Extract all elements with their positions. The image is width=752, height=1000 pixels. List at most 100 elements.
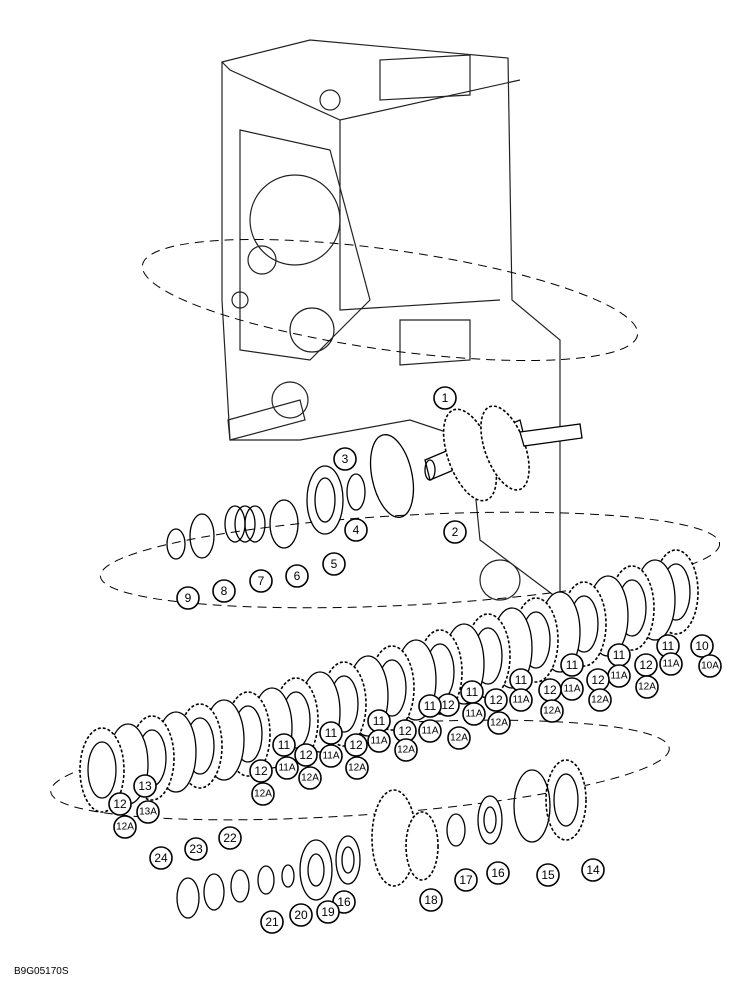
callout-label: 12A: [638, 682, 656, 693]
callout-label: 20: [294, 908, 308, 922]
callout-label: 11A: [370, 736, 387, 747]
callout-12a: 12A: [298, 766, 322, 790]
callout-label: 12: [398, 724, 412, 738]
callout-label: 12: [254, 764, 268, 778]
callout-label: 12A: [301, 773, 319, 784]
callout-bubble: [540, 699, 564, 723]
callout-label: 12A: [490, 718, 508, 729]
callout-15: 15: [536, 863, 560, 887]
callout-12a: 12A: [635, 675, 659, 699]
callout-6: 6: [285, 564, 309, 588]
callout-label: 11: [613, 648, 626, 662]
callout-label: 11A: [512, 695, 529, 706]
callout-bubble: [319, 721, 343, 745]
callout-12a: 12A: [540, 699, 564, 723]
callout-bubble: [272, 733, 296, 757]
callout-label: 12A: [543, 706, 561, 717]
shaft-assembly: [424, 405, 583, 502]
callout-bubble: [419, 888, 443, 912]
callout-12a: 12A: [588, 688, 612, 712]
callout-bubble: [484, 688, 508, 712]
callout-12: 12: [108, 792, 132, 816]
callout-label: 22: [223, 831, 237, 845]
transmission-housing: [221, 39, 561, 602]
callout-label: 11: [373, 714, 386, 728]
callout-bubble: [588, 688, 612, 712]
callout-label: 11: [466, 685, 479, 699]
callout-bubble: [454, 868, 478, 892]
callout-9: 9: [176, 586, 200, 610]
callout-12: 12: [344, 733, 368, 757]
callout-label: 12: [489, 693, 503, 707]
callout-label: 14: [586, 863, 600, 877]
callout-label: 11: [662, 639, 675, 653]
callout-label: 11A: [421, 726, 438, 737]
callout-label: 18: [424, 893, 438, 907]
callout-label: 11A: [662, 659, 679, 670]
callout-16: 16: [486, 861, 510, 885]
callout-label: 3: [342, 452, 349, 466]
callout-bubble: [698, 654, 722, 678]
callout-bubble: [176, 586, 200, 610]
callout-bubble: [433, 386, 457, 410]
callout-23: 23: [184, 837, 208, 861]
callout-bubble: [486, 861, 510, 885]
callout-11a: 11A: [560, 677, 584, 701]
callout-label: 4: [353, 523, 360, 537]
callout-bubble: [418, 719, 442, 743]
callout-label: 23: [189, 842, 203, 856]
callout-11: 11: [460, 680, 484, 704]
callout-label: 13A: [139, 807, 157, 818]
callout-bubble: [367, 729, 391, 753]
callout-17: 17: [454, 868, 478, 892]
callout-label: 12: [441, 698, 455, 712]
callout-12: 12: [249, 759, 273, 783]
callout-label: 12: [543, 683, 557, 697]
callout-bubble: [149, 846, 173, 870]
callout-bubble: [275, 756, 299, 780]
callout-5: 5: [322, 552, 346, 576]
callout-bubble: [218, 826, 242, 850]
callout-11: 11: [607, 643, 631, 667]
callout-11a: 11A: [462, 702, 486, 726]
callout-12a: 12A: [447, 726, 471, 750]
callout-12a: 12A: [345, 756, 369, 780]
callout-12: 12: [538, 678, 562, 702]
callout-label: 21: [265, 915, 279, 929]
callout-11: 11: [272, 733, 296, 757]
callout-19: 19: [316, 900, 340, 924]
callout-20: 20: [289, 903, 313, 927]
callout-13a: 13A: [136, 800, 160, 824]
callout-label: 11A: [610, 671, 627, 682]
callout-7: 7: [249, 569, 273, 593]
callout-bubble: [344, 733, 368, 757]
callout-label: 6: [294, 569, 301, 583]
callout-label: 11: [325, 726, 338, 740]
callout-label: 12: [639, 658, 653, 672]
callout-11a: 11A: [319, 744, 343, 768]
callout-11a: 11A: [418, 719, 442, 743]
callout-label: 12: [591, 673, 605, 687]
callout-label: 5: [331, 557, 338, 571]
callout-bubble: [394, 738, 418, 762]
figure-code: B9G05170S: [14, 966, 69, 977]
callout-label: 19: [321, 905, 335, 919]
callout-label: 12A: [116, 822, 134, 833]
callout-bubble: [322, 552, 346, 576]
callout-bubble: [462, 702, 486, 726]
callout-bubble: [509, 688, 533, 712]
callout-bubble: [249, 759, 273, 783]
callout-label: 11A: [322, 751, 339, 762]
callout-bubble: [487, 711, 511, 735]
callout-12: 12: [634, 653, 658, 677]
callout-label: 17: [459, 873, 473, 887]
callout-bubble: [251, 782, 275, 806]
callout-bubble: [260, 910, 284, 934]
callout-label: 11A: [563, 684, 580, 695]
callout-bubble: [298, 766, 322, 790]
callout-8: 8: [212, 579, 236, 603]
callout-bubble: [316, 900, 340, 924]
callout-label: 12A: [591, 695, 609, 706]
